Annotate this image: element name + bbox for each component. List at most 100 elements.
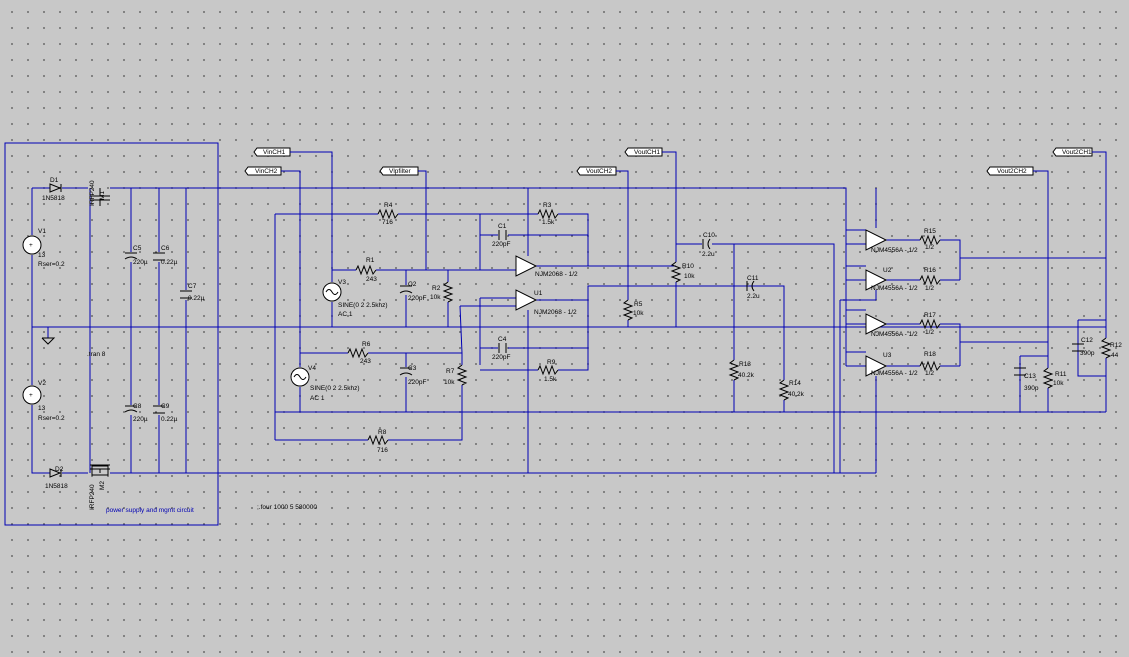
c8-value: 220µ bbox=[133, 416, 148, 423]
r1-value: 243 bbox=[366, 276, 377, 283]
c8-ref: C8 bbox=[133, 403, 142, 410]
net-voutch2: VoutCH2 bbox=[586, 168, 612, 175]
d1-diode-icon[interactable] bbox=[49, 183, 62, 193]
d2-ref: D2 bbox=[55, 466, 64, 473]
r2-value: 10k bbox=[430, 294, 441, 301]
horizontal-resistors[interactable] bbox=[347, 208, 941, 446]
u1-ref: U1 bbox=[534, 290, 543, 297]
opamp-u1-icon[interactable] bbox=[515, 289, 538, 311]
u-b-value: NJM4556A - 1/2 bbox=[871, 331, 918, 338]
v4-value: SINE(0 2 2.5khz) bbox=[310, 385, 360, 392]
c6-ref: C6 bbox=[161, 245, 170, 252]
c4-ref: C4 bbox=[498, 336, 507, 343]
c10-value: 2.2u bbox=[702, 251, 715, 258]
c1-ref: C1 bbox=[498, 223, 507, 230]
r5-value: 10k bbox=[633, 310, 644, 317]
v2-extra: Rser=0.2 bbox=[38, 415, 65, 422]
r7-ref: R7 bbox=[446, 368, 455, 375]
r15-ref: R15 bbox=[924, 228, 936, 235]
net-vout2ch2: Vout2CH2 bbox=[997, 168, 1027, 175]
opamp-u3-icon[interactable] bbox=[865, 355, 888, 377]
vertical-resistors[interactable] bbox=[442, 261, 1112, 401]
net-labels[interactable] bbox=[244, 147, 1093, 176]
tran-directive[interactable]: .tran 8 bbox=[87, 351, 106, 358]
c13-value: 390p bbox=[1024, 385, 1039, 392]
m1-mosfet-icon[interactable] bbox=[90, 188, 110, 206]
m2-value: IRFP240 bbox=[89, 484, 96, 510]
v4-extra: AC 1 bbox=[310, 395, 325, 402]
v2-source-icon[interactable] bbox=[22, 385, 42, 405]
c12-ref: C12 bbox=[1081, 337, 1093, 344]
r8-ref: R8 bbox=[378, 429, 387, 436]
v3-extra: AC 1 bbox=[338, 311, 353, 318]
u3-ref: U3 bbox=[883, 352, 892, 359]
c5-value: 220µ bbox=[133, 259, 148, 266]
r16-ref: R16 bbox=[924, 267, 936, 274]
d1-value: 1N5818 bbox=[42, 195, 65, 202]
c9-value: 0.22µ bbox=[161, 416, 178, 423]
d2-diode-icon[interactable] bbox=[49, 468, 62, 478]
v1-extra: Rser=0.2 bbox=[38, 261, 65, 268]
psu-comment: power supply and mgmt circuit bbox=[106, 507, 194, 514]
signal-capacitors[interactable] bbox=[399, 230, 1084, 376]
c3-ref: C3 bbox=[408, 365, 417, 372]
opamp-a-icon[interactable] bbox=[865, 229, 888, 251]
v2-ref: V2 bbox=[38, 380, 46, 387]
opamp-u2-icon[interactable] bbox=[865, 269, 888, 291]
net-voutch1: VoutCH1 bbox=[634, 149, 660, 156]
r10-value: 10k bbox=[684, 273, 695, 280]
c2-ref: C2 bbox=[408, 281, 417, 288]
r17-ref: R17 bbox=[924, 312, 936, 319]
u2-value: NJM4556A - 1/2 bbox=[871, 285, 918, 292]
u1-value: NJM2068 - 1/2 bbox=[534, 309, 577, 316]
c10-ref: C10 bbox=[703, 232, 715, 239]
net-vout2ch1: Vout2CH1 bbox=[1062, 149, 1092, 156]
v1-ref: V1 bbox=[38, 228, 46, 235]
m1-value: IRFP240 bbox=[89, 180, 96, 206]
c2-value: 220pF bbox=[408, 295, 426, 302]
svg-text:+: + bbox=[29, 392, 33, 399]
u2-ref: U2 bbox=[883, 267, 892, 274]
r9-ref: R9 bbox=[547, 359, 556, 366]
v4-ref: V4 bbox=[308, 365, 316, 372]
r11-value: 10k bbox=[1053, 380, 1064, 387]
r2-ref: R2 bbox=[432, 285, 441, 292]
psu-capacitors[interactable] bbox=[124, 252, 192, 414]
c4-value: 220pF bbox=[492, 354, 510, 361]
r1-ref: R1 bbox=[366, 257, 375, 264]
four-directive[interactable]: ;.four 1000 5 580000 bbox=[257, 504, 317, 511]
r13-value: 40.2k bbox=[738, 372, 755, 379]
opamp-top-icon[interactable] bbox=[515, 255, 538, 277]
u-top-value: NJM2068 - 1/2 bbox=[535, 271, 578, 278]
opamp-b-icon[interactable] bbox=[865, 313, 888, 335]
c6-value: 0.22µ bbox=[161, 259, 178, 266]
psu-box bbox=[4, 142, 219, 526]
c7-ref: C7 bbox=[188, 283, 197, 290]
c11-value: 2.2u bbox=[747, 293, 760, 300]
r6-value: 243 bbox=[360, 358, 371, 365]
svg-text:+: + bbox=[29, 242, 33, 249]
v3-ref: V3 bbox=[338, 279, 346, 286]
r6-ref: R6 bbox=[362, 341, 371, 348]
c5-ref: C5 bbox=[133, 245, 142, 252]
c9-ref: C9 bbox=[161, 403, 170, 410]
m2-mosfet-icon[interactable] bbox=[90, 464, 110, 476]
r12-ref: R12 bbox=[1110, 342, 1122, 349]
v1-value: 13 bbox=[38, 252, 46, 259]
r3-value: 1.5k bbox=[542, 219, 555, 226]
r17-value: 1/2 bbox=[925, 329, 934, 336]
net-vinch2: VinCH2 bbox=[255, 168, 278, 175]
v1-source-icon[interactable] bbox=[22, 235, 42, 255]
r14-value: 40.2k bbox=[788, 391, 805, 398]
ground-icon bbox=[41, 337, 56, 345]
r3-ref: R3 bbox=[543, 202, 552, 209]
psu-wires bbox=[31, 187, 1106, 474]
r16-value: 1/2 bbox=[925, 285, 934, 292]
v2-value: 13 bbox=[38, 405, 46, 412]
c11-ref: C11 bbox=[747, 275, 759, 282]
r18-value: 1/2 bbox=[925, 370, 934, 377]
u3-value: NJM4556A - 1/2 bbox=[871, 370, 918, 377]
r10-ref: R10 bbox=[682, 263, 694, 270]
r14-ref: R14 bbox=[789, 380, 801, 387]
